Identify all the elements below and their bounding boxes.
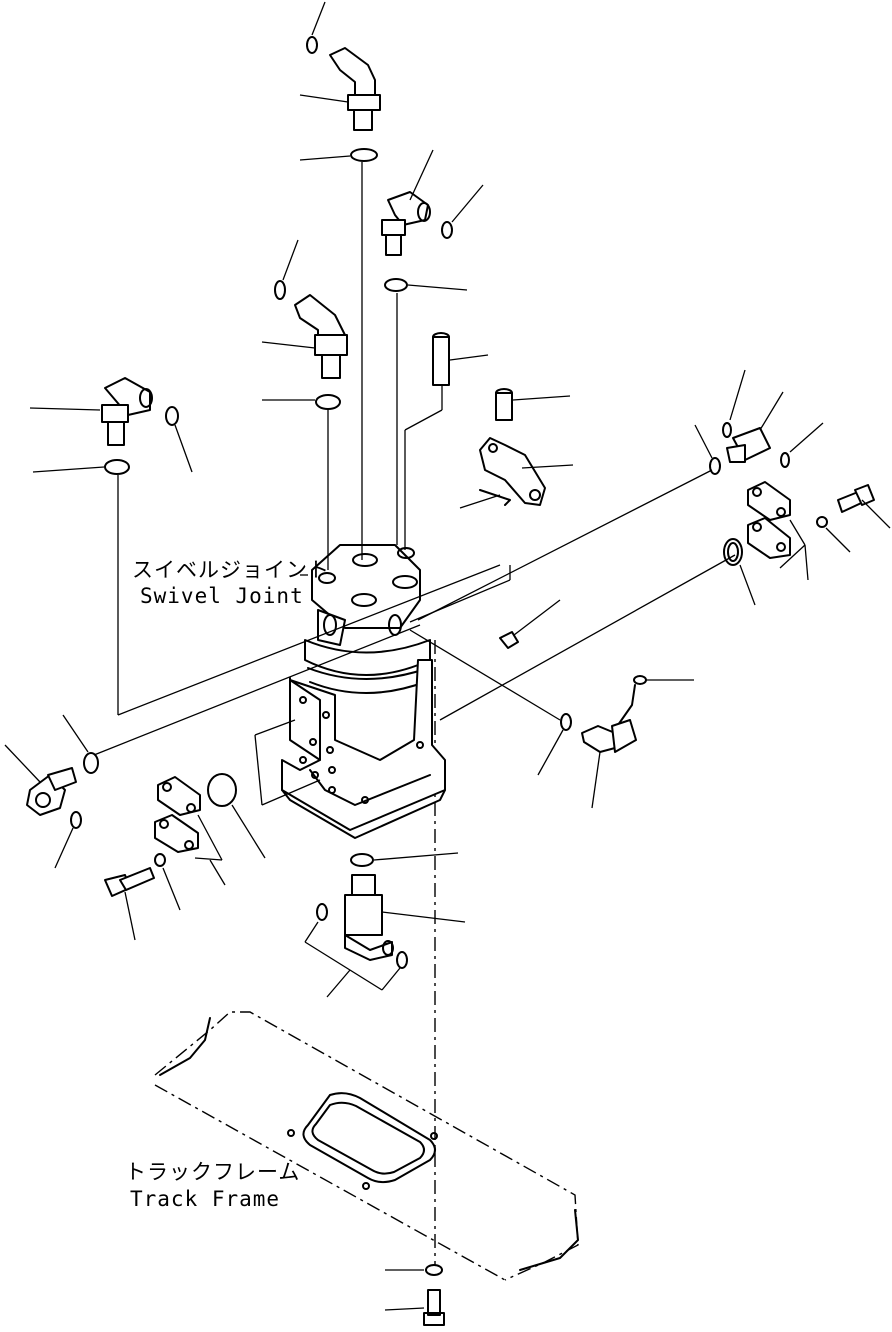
pin-and-bracket — [432, 332, 574, 649]
swivel-joint-label-jp: スイベルジョイント — [132, 558, 330, 582]
swivel-joint-body — [281, 544, 446, 839]
track-frame-label-en: Track Frame — [130, 1187, 281, 1211]
elbow-fitting-left — [29, 377, 193, 475]
elbow-fitting-right — [381, 149, 484, 292]
top-elbow-fitting — [299, 1, 381, 162]
leader-lines — [93, 162, 736, 806]
swivel-joint-label-en: Swivel Joint — [140, 584, 304, 608]
right-fittings — [537, 369, 891, 809]
bottom-valve-block — [304, 852, 466, 998]
left-lower-fittings — [4, 714, 266, 941]
elbow-fitting-mid — [261, 239, 348, 410]
track-frame-label-jp: トラックフレーム — [125, 1160, 301, 1184]
track-frame — [154, 1011, 579, 1281]
bottom-bolt — [384, 1264, 445, 1326]
